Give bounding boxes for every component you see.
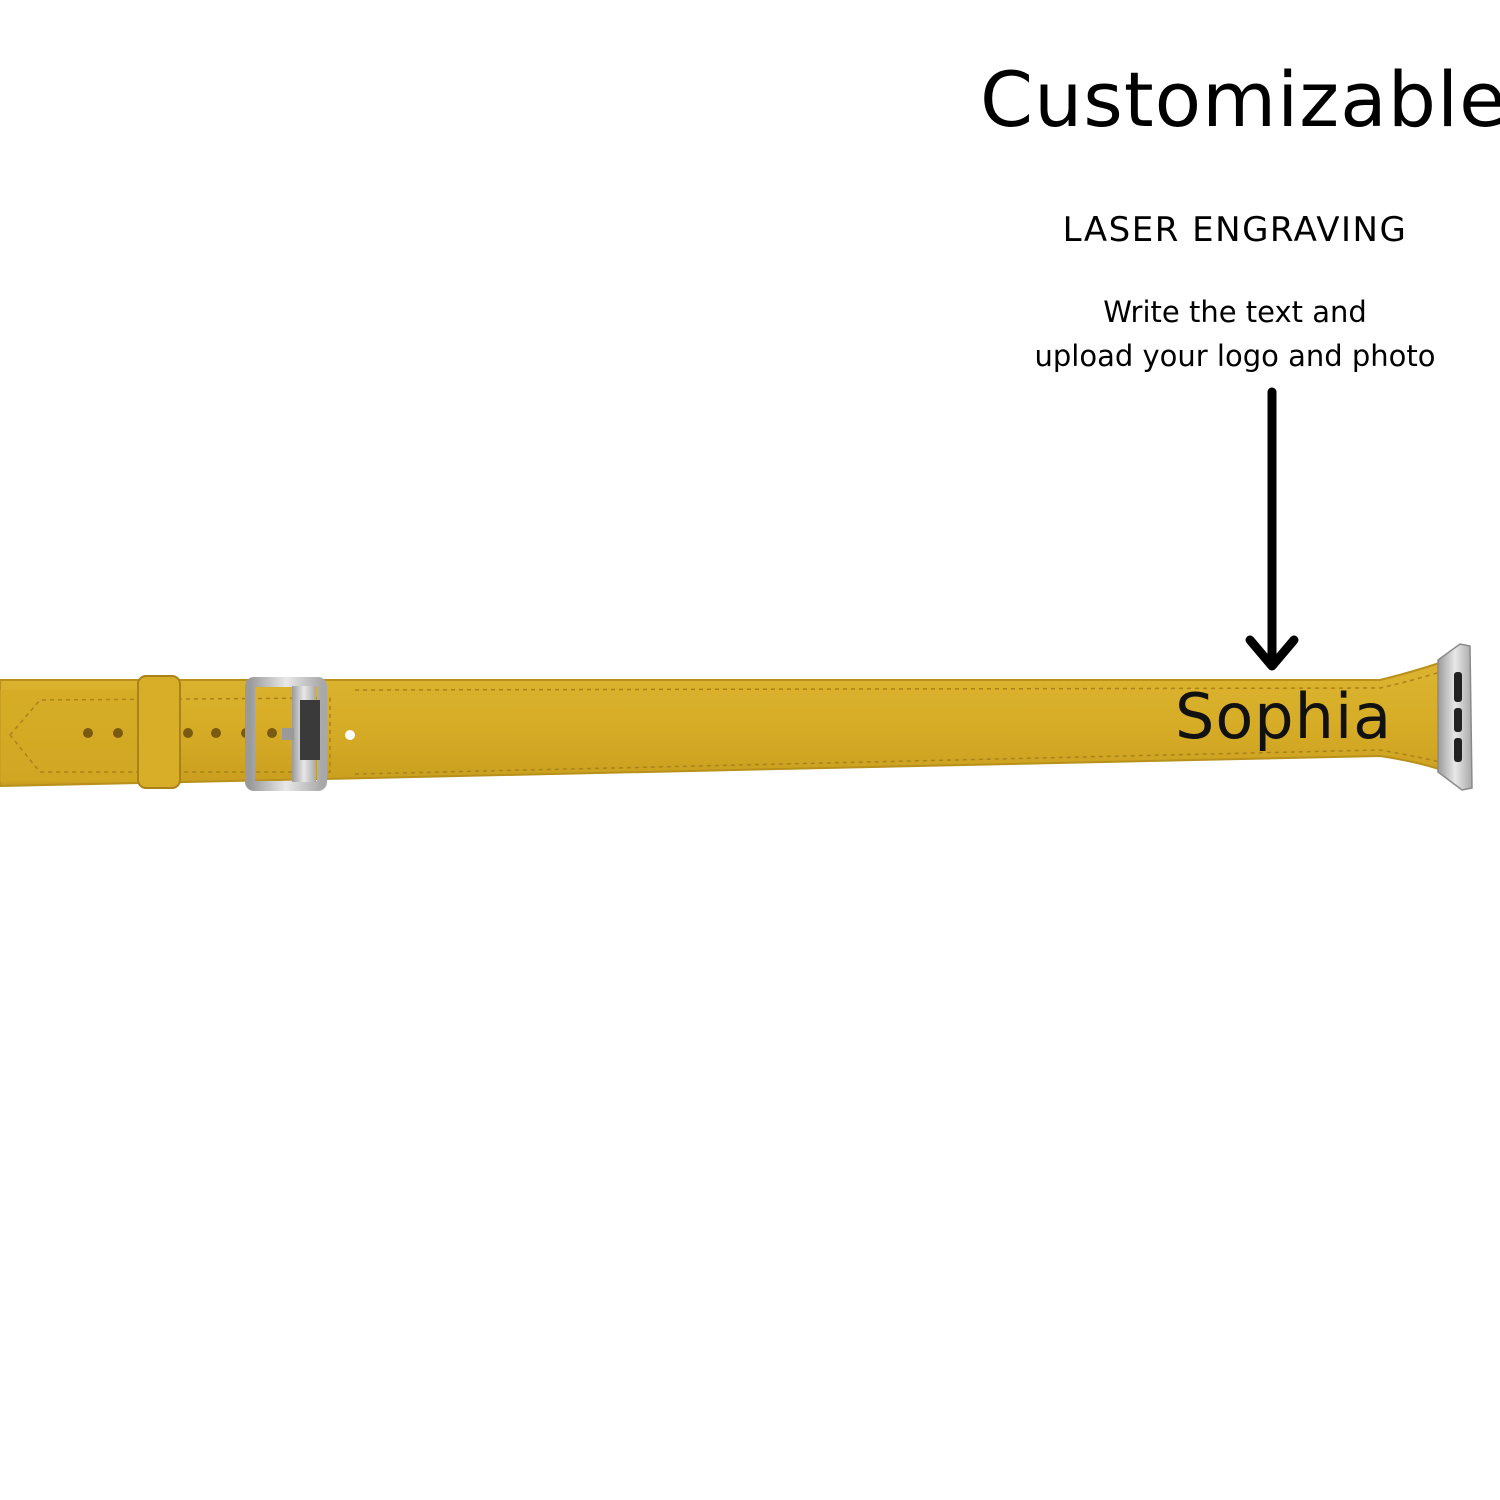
- instructions: Write the text and upload your logo and …: [990, 290, 1480, 378]
- buckle-icon: [245, 677, 327, 791]
- engraving-text: Sophia: [1175, 680, 1393, 753]
- heading: Customizable: [980, 55, 1500, 144]
- arrow-down-icon: [1245, 387, 1299, 671]
- strap-body: [0, 658, 1449, 788]
- subheading: LASER ENGRAVING: [1062, 210, 1408, 250]
- watch-connector-icon: [1437, 643, 1473, 791]
- strap-holes: [83, 728, 355, 740]
- instructions-line-1: Write the text and: [1103, 295, 1367, 329]
- instructions-line-2: upload your logo and photo: [1034, 339, 1436, 373]
- strap-keeper: [137, 675, 181, 789]
